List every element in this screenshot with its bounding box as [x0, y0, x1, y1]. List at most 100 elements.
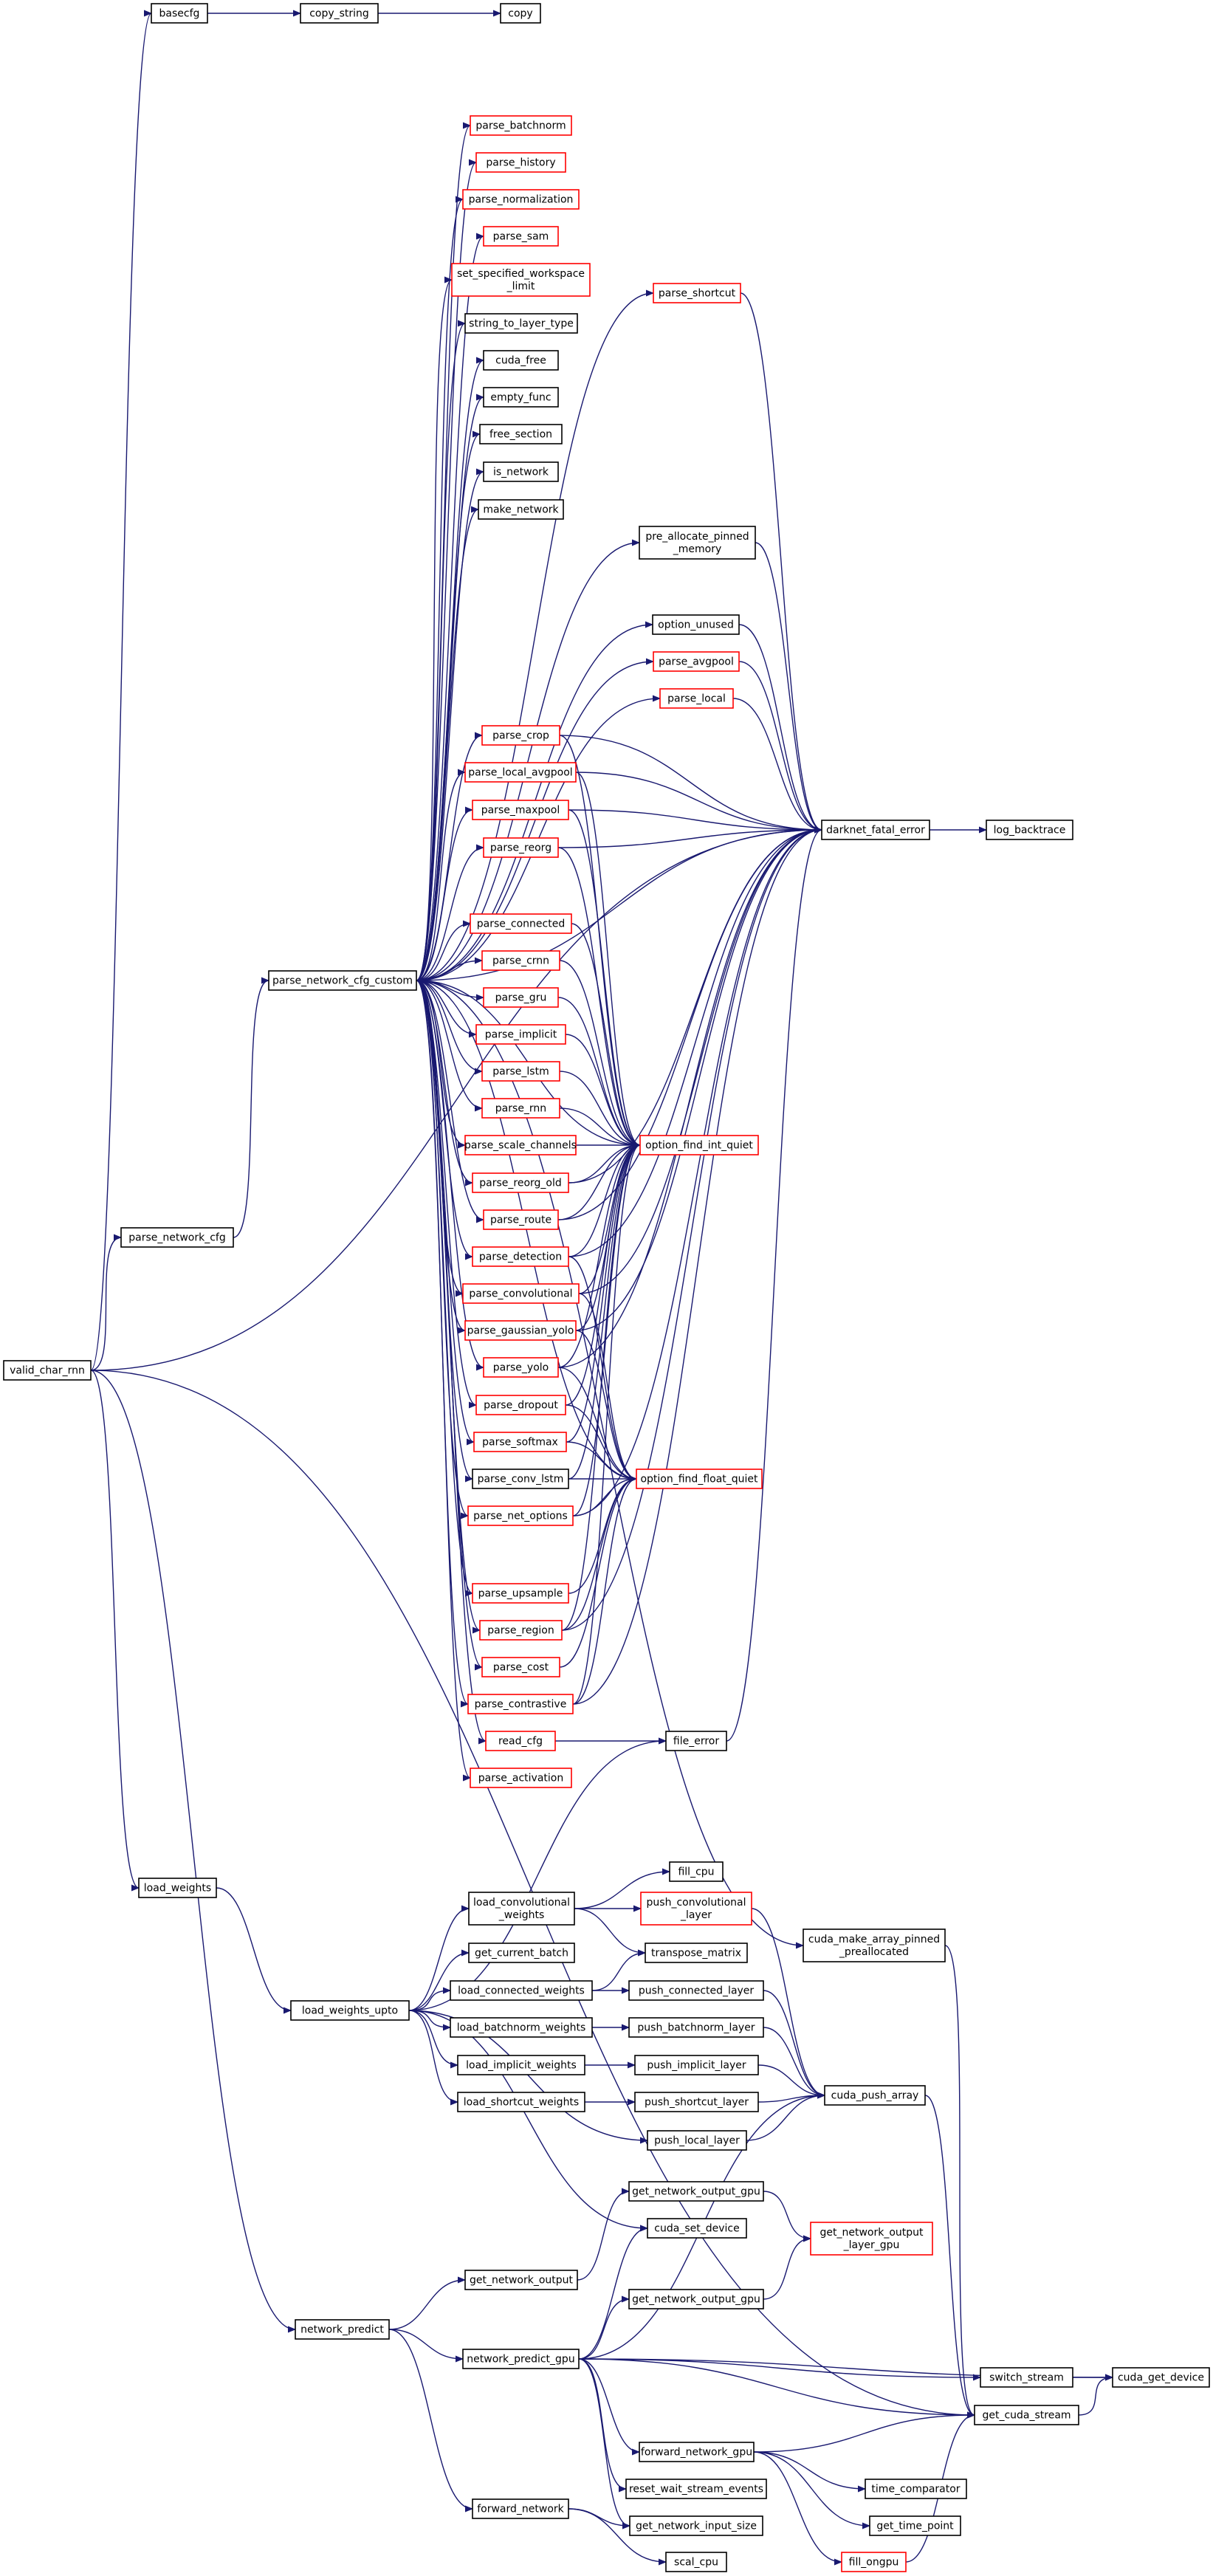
node-cuda-make-array-pinned-preallocated[interactable]: cuda_make_array_pinned_preallocated — [803, 1928, 946, 1962]
node-label: push_shortcut_layer — [645, 2097, 749, 2109]
node-load-connected-weights[interactable]: load_connected_weights — [450, 1980, 593, 2001]
node-transpose-matrix[interactable]: transpose_matrix — [645, 1943, 748, 1963]
node-copy-string[interactable]: copy_string — [300, 3, 379, 24]
node-parse-yolo[interactable]: parse_yolo — [483, 1357, 559, 1378]
node-parse-batchnorm[interactable]: parse_batchnorm — [470, 115, 572, 136]
node-box — [468, 1943, 575, 1963]
node-forward-network[interactable]: forward_network — [472, 2498, 569, 2519]
node-parse-network-cfg-custom[interactable]: parse_network_cfg_custom — [268, 970, 417, 991]
node-label: parse_network_cfg_custom — [272, 975, 413, 987]
node-pre-allocate-pinned-memory[interactable]: pre_allocate_pinned_memory — [639, 526, 756, 560]
node-is-network[interactable]: is_network — [483, 461, 559, 482]
node-get-cuda-stream[interactable]: get_cuda_stream — [974, 2405, 1079, 2425]
node-parse-normalization[interactable]: parse_normalization — [462, 189, 580, 210]
node-copy[interactable]: copy — [500, 3, 541, 24]
node-parse-upsample[interactable]: parse_upsample — [472, 1583, 569, 1604]
node-parse-gru[interactable]: parse_gru — [483, 987, 559, 1008]
node-cuda-push-array[interactable]: cuda_push_array — [824, 2085, 926, 2106]
node-load-convolutional-weights[interactable]: load_convolutional_weights — [468, 1892, 575, 1926]
node-cuda-set-device[interactable]: cuda_set_device — [647, 2218, 747, 2239]
node-parse-contrastive[interactable]: parse_contrastive — [467, 1694, 574, 1714]
node-string-to-layer-type[interactable]: string_to_layer_type — [464, 313, 578, 334]
node-parse-local-avgpool[interactable]: parse_local_avgpool — [464, 762, 577, 783]
node-make-network[interactable]: make_network — [478, 499, 564, 520]
node-set-specified-workspace-limit[interactable]: set_specified_workspace_limit — [451, 263, 591, 297]
node-push-convolutional-layer[interactable]: push_convolutional_layer — [640, 1892, 752, 1926]
node-load-batchnorm-weights[interactable]: load_batchnorm_weights — [450, 2017, 593, 2038]
call-edge — [591, 1949, 647, 1991]
node-darknet-fatal-error[interactable]: darknet_fatal_error — [821, 820, 930, 840]
node-get-time-point[interactable]: get_time_point — [869, 2515, 961, 2536]
node-log-backtrace[interactable]: log_backtrace — [986, 820, 1073, 840]
node-push-connected-layer[interactable]: push_connected_layer — [628, 1980, 764, 2001]
node-parse-rnn[interactable]: parse_rnn — [481, 1098, 560, 1119]
node-valid-char-rnn[interactable]: valid_char_rnn — [3, 1360, 92, 1381]
node-get-network-input-size[interactable]: get_network_input_size — [629, 2515, 763, 2536]
node-cuda-free[interactable]: cuda_free — [483, 350, 559, 371]
node-load-implicit-weights[interactable]: load_implicit_weights — [457, 2055, 585, 2075]
node-parse-crop[interactable]: parse_crop — [481, 725, 560, 746]
node-parse-sam[interactable]: parse_sam — [483, 226, 559, 247]
node-read-cfg[interactable]: read_cfg — [485, 1731, 556, 1751]
node-parse-net-options[interactable]: parse_net_options — [467, 1505, 574, 1526]
node-fill-ongpu[interactable]: fill_ongpu — [841, 2552, 907, 2572]
node-parse-implicit[interactable]: parse_implicit — [475, 1024, 566, 1045]
node-get-network-output-gpu-1[interactable]: get_network_output_gpu — [628, 2181, 764, 2202]
node-parse-gaussian-yolo[interactable]: parse_gaussian_yolo — [464, 1320, 577, 1341]
node-parse-conv-lstm[interactable]: parse_conv_lstm — [472, 1469, 569, 1489]
node-parse-local[interactable]: parse_local — [659, 688, 734, 709]
node-box — [634, 2055, 759, 2075]
node-cuda-get-device[interactable]: cuda_get_device — [1112, 2367, 1210, 2388]
call-edge — [559, 735, 823, 834]
node-scal-cpu[interactable]: scal_cpu — [665, 2552, 727, 2572]
node-parse-network-cfg[interactable]: parse_network_cfg — [120, 1227, 234, 1248]
node-parse-activation[interactable]: parse_activation — [470, 1768, 572, 1788]
node-parse-avgpool[interactable]: parse_avgpool — [653, 651, 740, 672]
node-parse-detection[interactable]: parse_detection — [472, 1246, 569, 1267]
node-time-comparator[interactable]: time_comparator — [865, 2479, 967, 2499]
node-parse-maxpool[interactable]: parse_maxpool — [472, 800, 569, 820]
node-parse-reorg[interactable]: parse_reorg — [483, 837, 559, 858]
node-get-network-output-gpu-2[interactable]: get_network_output_gpu — [628, 2289, 764, 2309]
node-parse-dropout[interactable]: parse_dropout — [475, 1395, 566, 1415]
node-reset-wait-stream-events[interactable]: reset_wait_stream_events — [625, 2479, 767, 2499]
node-basecfg[interactable]: basecfg — [151, 3, 208, 24]
node-push-batchnorm-layer[interactable]: push_batchnorm_layer — [628, 2017, 764, 2038]
node-parse-crnn[interactable]: parse_crnn — [481, 950, 560, 971]
node-file-error[interactable]: file_error — [665, 1731, 727, 1751]
node-parse-convolutional[interactable]: parse_convolutional — [462, 1283, 580, 1304]
node-network-predict[interactable]: network_predict — [295, 2319, 390, 2340]
call-edge — [753, 2451, 871, 2529]
node-switch-stream[interactable]: switch_stream — [980, 2367, 1073, 2388]
node-network-predict-gpu[interactable]: network_predict_gpu — [462, 2349, 580, 2369]
node-label: load_weights — [144, 1883, 211, 1895]
node-empty-func[interactable]: empty_func — [483, 387, 559, 408]
node-option-unused[interactable]: option_unused — [652, 614, 740, 635]
node-load-shortcut-weights[interactable]: load_shortcut_weights — [457, 2092, 585, 2112]
node-label: parse_dropout — [484, 1400, 558, 1412]
node-get-network-output[interactable]: get_network_output — [464, 2270, 578, 2290]
node-parse-lstm[interactable]: parse_lstm — [481, 1061, 560, 1082]
node-get-current-batch[interactable]: get_current_batch — [468, 1943, 575, 1963]
node-fill-cpu[interactable]: fill_cpu — [669, 1861, 724, 1882]
node-parse-cost[interactable]: parse_cost — [481, 1657, 560, 1677]
node-parse-scale-channels[interactable]: parse_scale_channels — [464, 1135, 577, 1155]
node-parse-history[interactable]: parse_history — [475, 152, 566, 173]
node-parse-shortcut[interactable]: parse_shortcut — [653, 283, 741, 303]
node-parse-reorg-old[interactable]: parse_reorg_old — [472, 1172, 569, 1193]
node-parse-softmax[interactable]: parse_softmax — [473, 1432, 567, 1452]
node-parse-route[interactable]: parse_route — [483, 1209, 559, 1230]
node-option-find-int-quiet[interactable]: option_find_int_quiet — [639, 1135, 759, 1155]
node-load-weights[interactable]: load_weights — [138, 1878, 217, 1898]
node-push-local-layer[interactable]: push_local_layer — [647, 2130, 747, 2151]
node-push-shortcut-layer[interactable]: push_shortcut_layer — [634, 2092, 759, 2112]
node-forward-network-gpu[interactable]: forward_network_gpu — [639, 2442, 755, 2462]
node-parse-connected[interactable]: parse_connected — [470, 913, 572, 934]
call-edge — [738, 661, 823, 834]
node-option-find-float-quiet[interactable]: option_find_float_quiet — [636, 1469, 763, 1489]
node-free-section[interactable]: free_section — [479, 424, 563, 444]
node-get-network-output-layer-gpu[interactable]: get_network_output_layer_gpu — [810, 2222, 933, 2256]
node-load-weights-upto[interactable]: load_weights_upto — [290, 2000, 410, 2021]
node-push-implicit-layer[interactable]: push_implicit_layer — [634, 2055, 759, 2075]
node-parse-region[interactable]: parse_region — [479, 1620, 563, 1641]
